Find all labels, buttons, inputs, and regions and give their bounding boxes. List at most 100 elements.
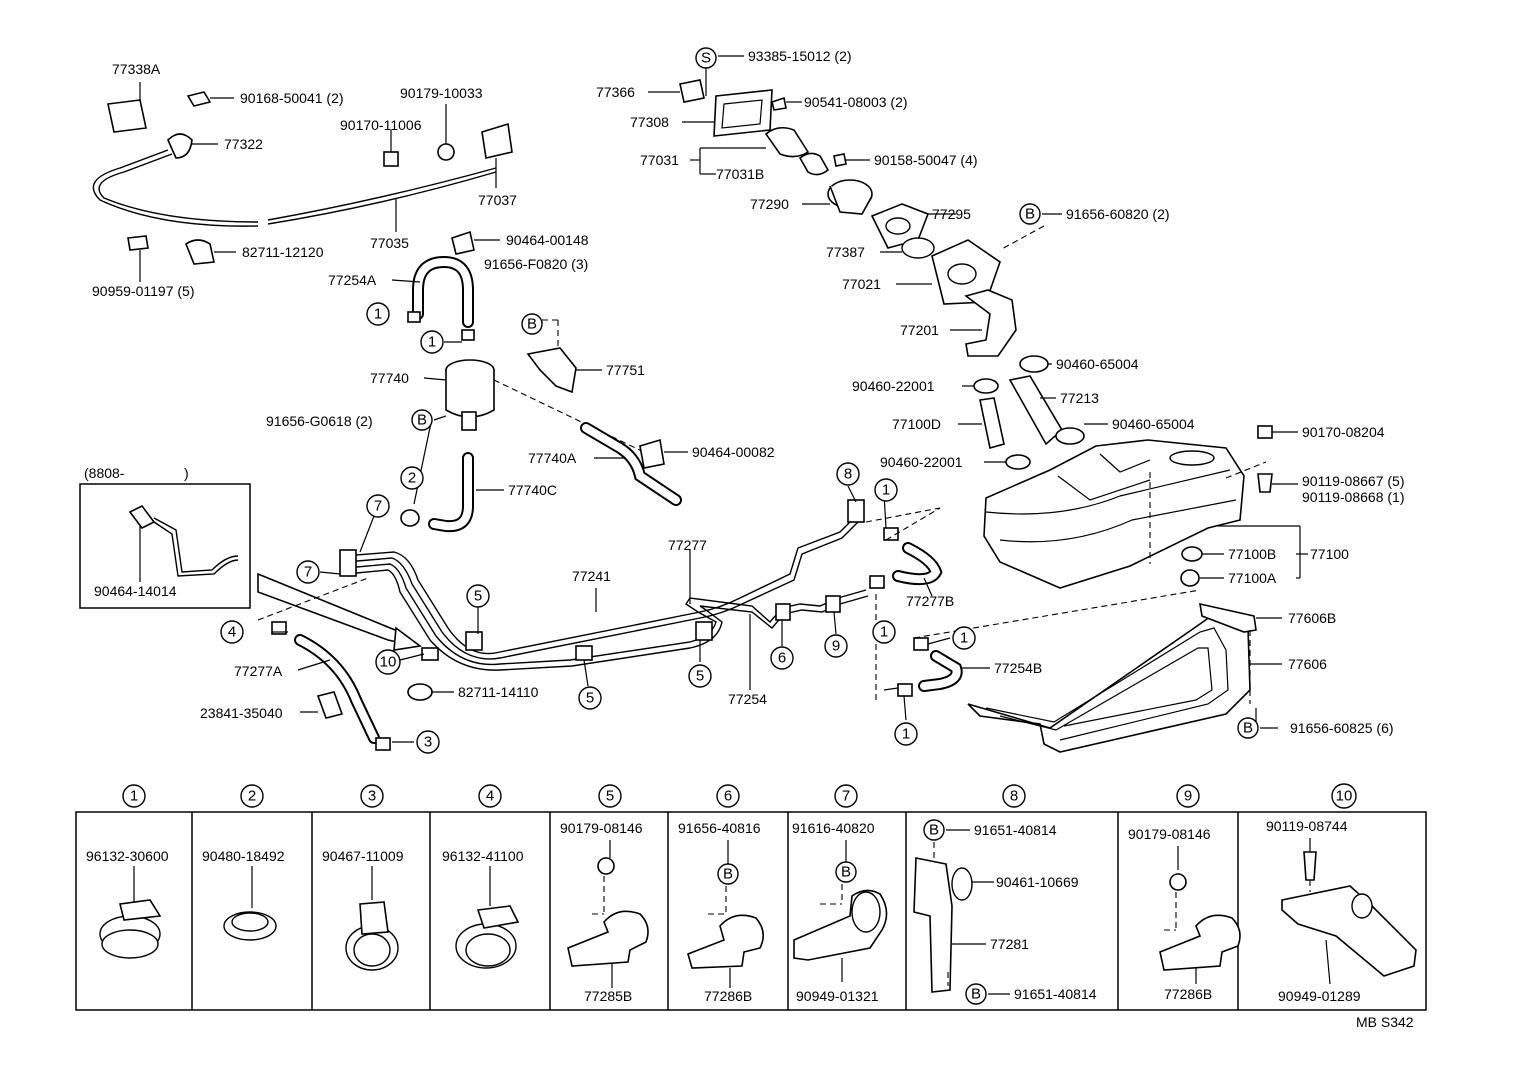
marker-7-a: 7 — [366, 494, 390, 518]
svg-text:5: 5 — [606, 788, 614, 805]
label-82711-12120: 82711-12120 — [242, 244, 324, 260]
plate-77021-hole — [947, 263, 977, 285]
clip-1f-shape — [897, 683, 913, 697]
svg-text:B: B — [841, 864, 851, 881]
table-header-4: 4 — [478, 784, 502, 808]
label-90460-65004-a: 90460-65004 — [1056, 356, 1139, 372]
label-77037: 77037 — [478, 192, 517, 208]
hose-77100D-shape — [979, 397, 1005, 450]
cell-8-bottom-part: 91651-40814 — [1014, 986, 1097, 1002]
label-77277A: 77277A — [234, 663, 283, 679]
screw-90158-shape — [833, 153, 847, 167]
cell-8-mid1-part: 90461-10669 — [996, 874, 1079, 890]
pipe-77201-shape — [964, 289, 1017, 357]
label-77338A: 77338A — [112, 61, 161, 77]
grommet-2-shape — [400, 509, 420, 527]
cell-8-top-part: 91651-40814 — [974, 822, 1057, 838]
canister-port-shape — [461, 411, 477, 431]
arrow-head-shape — [393, 626, 423, 651]
label-90464-14014: 90464-14014 — [94, 583, 177, 599]
tank-band-77606-shape — [967, 613, 1251, 753]
marker-4: 4 — [220, 620, 244, 644]
marker-2: 2 — [400, 466, 424, 490]
label-77366: 77366 — [596, 84, 635, 100]
bolt-90119-shape — [1257, 473, 1273, 493]
marker-b-60825: B — [1237, 717, 1259, 739]
cell-7-bottom-part: 90949-01321 — [796, 988, 879, 1004]
label-93385-15012: 93385-15012 (2) — [748, 48, 852, 64]
label-91656-60825: 91656-60825 (6) — [1290, 720, 1394, 736]
table-header-2: 2 — [240, 784, 264, 808]
svg-text:1: 1 — [960, 630, 968, 647]
label-77254B: 77254B — [994, 660, 1042, 676]
label-90119-08667: 90119-08667 (5) — [1302, 473, 1404, 489]
marker-8: 8 — [836, 462, 860, 486]
canister-group: 77254A 90464-00148 91656-F0820 (3) 77740… — [266, 230, 775, 533]
canister-body-shape — [445, 370, 495, 418]
cell-9-bottom-part: 77286B — [1164, 986, 1212, 1002]
cell-5-bottom-part: 77285B — [584, 988, 632, 1004]
clip-90464-00148-shape — [451, 230, 475, 255]
fuel-tank-group: 90170-08204 90119-08667 (5) 90119-08668 … — [967, 424, 1404, 753]
cell-9-nut-shape — [1169, 873, 1187, 891]
label-77213: 77213 — [1060, 390, 1099, 406]
fuel-tank-shape — [983, 439, 1245, 589]
label-8808: (8808- — [84, 465, 125, 481]
nut-90170-shape — [383, 151, 399, 167]
diagram-markers: S B B B B 1 1 1 1 1 1 2 3 4 5 5 5 6 7 7 … — [220, 47, 1259, 754]
cell-1-part: 96132-30600 — [86, 848, 169, 864]
label-77100A: 77100A — [1228, 570, 1277, 586]
marker-1-d: 1 — [872, 620, 896, 644]
label-77277: 77277 — [668, 537, 707, 553]
inset-sleeve-shape — [128, 504, 156, 530]
svg-text:9: 9 — [832, 638, 840, 655]
cell-8-clamp-shape — [951, 867, 973, 901]
vent-hoses-group: 77277B 77254B — [865, 493, 1201, 721]
svg-text:7: 7 — [842, 788, 850, 805]
cell-4-part: 96132-41100 — [442, 848, 524, 864]
label-77100B: 77100B — [1228, 546, 1276, 562]
label-90119-08668: 90119-08668 (1) — [1302, 489, 1404, 505]
label-77322: 77322 — [224, 136, 263, 152]
marker-6: 6 — [770, 646, 794, 670]
label-90464-00148: 90464-00148 — [506, 232, 589, 248]
flange-77295-hole — [885, 217, 911, 235]
svg-text:B: B — [929, 822, 939, 839]
nut-90170-08204-shape — [1257, 425, 1273, 439]
label-90170-08204: 90170-08204 — [1302, 424, 1385, 440]
label-90460-65004-b: 90460-65004 — [1112, 416, 1195, 432]
marker-b-g0618: B — [411, 409, 433, 431]
svg-text:10: 10 — [1336, 788, 1353, 805]
svg-text:1: 1 — [902, 726, 910, 743]
marker-9: 9 — [824, 634, 848, 658]
svg-text:1: 1 — [882, 482, 890, 499]
clip-1c-shape — [883, 527, 899, 541]
part-77037-shape — [481, 122, 513, 159]
label-91656-G0618: 91656-G0618 (2) — [266, 413, 373, 429]
label-77100: 77100 — [1310, 546, 1349, 562]
label-82711-14110: 82711-14110 — [458, 684, 539, 700]
cell-9-bracket-shape — [1159, 914, 1241, 971]
screw-90541-shape — [771, 96, 787, 111]
svg-text:B: B — [971, 986, 981, 1003]
clamp-7-shape — [339, 549, 357, 577]
svg-text:4: 4 — [486, 788, 494, 805]
cell-8-marker-b-top: B — [923, 819, 945, 841]
svg-text:1: 1 — [428, 334, 436, 351]
clamp-5c-shape — [695, 621, 713, 641]
marker-5-b: 5 — [578, 686, 602, 710]
svg-text:7: 7 — [304, 564, 312, 581]
marker-10: 10 — [375, 649, 401, 675]
svg-text:5: 5 — [474, 588, 482, 605]
inset-8808: (8808- ) 90464-14014 — [79, 465, 251, 609]
svg-text:B: B — [417, 412, 427, 429]
marker-5-c: 5 — [688, 664, 712, 688]
marker-3: 3 — [416, 730, 440, 754]
label-77277B: 77277B — [906, 593, 954, 609]
label-90179-10033: 90179-10033 — [400, 85, 483, 101]
svg-text:1: 1 — [374, 306, 382, 323]
clamp-5a-shape — [465, 631, 483, 651]
label-90460-22001-b: 90460-22001 — [880, 454, 963, 470]
cell-2-part: 90480-18492 — [202, 848, 285, 864]
marker-b-60820: B — [1019, 203, 1041, 225]
